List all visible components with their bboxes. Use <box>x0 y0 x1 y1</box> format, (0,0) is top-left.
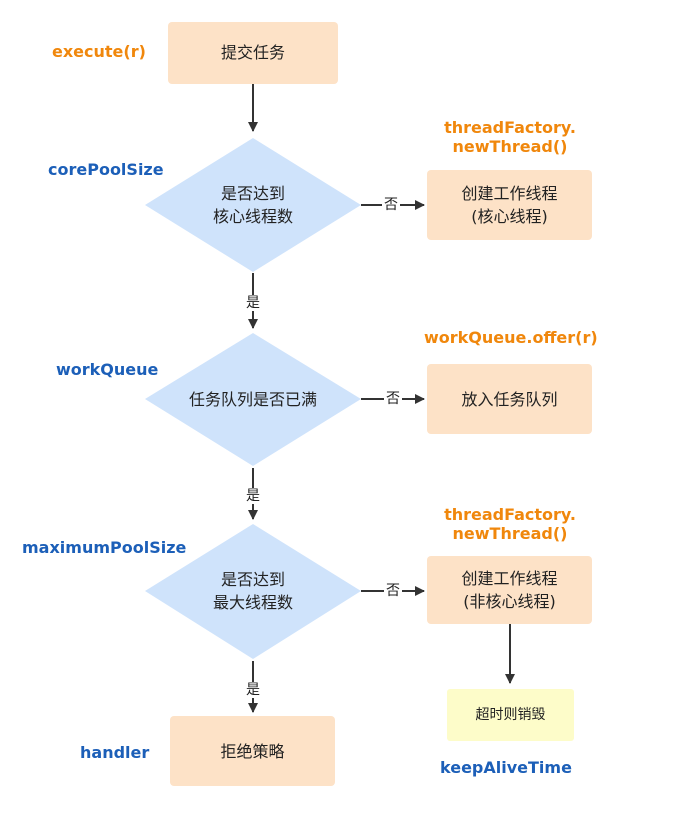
put-queue-box <box>427 364 592 434</box>
create-noncore-thread-text-line1: 创建工作线程 <box>461 569 558 588</box>
max-check-text-line2: 最大线程数 <box>212 593 293 612</box>
edge-label-no-3: 否 <box>384 583 402 599</box>
create-core-thread-text: 创建工作线程 (核心线程) <box>427 182 592 228</box>
work-queue-label: workQueue <box>56 360 159 379</box>
max-check-text-line1: 是否达到 <box>220 570 285 589</box>
submit-task-text: 提交任务 <box>220 43 285 62</box>
core-pool-size-label: corePoolSize <box>48 160 164 179</box>
create-core-thread-text-line2: (核心线程) <box>471 207 548 226</box>
create-core-thread-text-line1: 创建工作线程 <box>461 184 558 203</box>
core-check-text-line1: 是否达到 <box>220 184 285 203</box>
max-check-text: 是否达到 最大线程数 <box>170 568 336 614</box>
reject-box <box>170 716 335 786</box>
create-core-thread-box <box>427 170 592 240</box>
create-noncore-thread-text-line2: (非核心线程) <box>463 592 556 611</box>
timeout-destroy-box <box>447 689 574 741</box>
keep-alive-time-label: keepAliveTime <box>440 758 572 777</box>
maximum-pool-size-label: maximumPoolSize <box>22 538 187 557</box>
core-check-text: 是否达到 核心线程数 <box>170 182 336 228</box>
thread-factory-label-2: threadFactory. newThread() <box>420 505 600 543</box>
create-noncore-thread-box <box>427 556 592 624</box>
core-check-text-line2: 核心线程数 <box>212 207 293 226</box>
edge-label-no-1: 否 <box>382 197 400 213</box>
max-check-diamond <box>145 524 361 659</box>
thread-factory-label-1-line1: threadFactory. <box>444 118 576 137</box>
thread-factory-label-1: threadFactory. newThread() <box>420 118 600 156</box>
reject-text: 拒绝策略 <box>220 742 285 761</box>
core-check-diamond <box>145 138 361 272</box>
queue-check-text: 任务队列是否已满 <box>188 390 317 409</box>
create-noncore-thread-text: 创建工作线程 (非核心线程) <box>427 567 592 613</box>
timeout-destroy-text: 超时则销毁 <box>475 707 546 723</box>
put-queue-text: 放入任务队列 <box>461 390 558 409</box>
thread-factory-label-1-line2: newThread() <box>452 137 568 156</box>
edge-label-no-2: 否 <box>384 391 402 407</box>
edge-label-yes-1: 是 <box>244 295 262 311</box>
execute-label: execute(r) <box>52 42 146 61</box>
edge-label-yes-2: 是 <box>244 488 262 504</box>
queue-check-diamond <box>145 333 361 466</box>
edge-label-yes-3: 是 <box>244 682 262 698</box>
work-queue-offer-label: workQueue.offer(r) <box>424 328 598 347</box>
thread-factory-label-2-line2: newThread() <box>452 524 568 543</box>
submit-task-box <box>168 22 338 84</box>
handler-label: handler <box>80 743 150 762</box>
thread-factory-label-2-line1: threadFactory. <box>444 505 576 524</box>
